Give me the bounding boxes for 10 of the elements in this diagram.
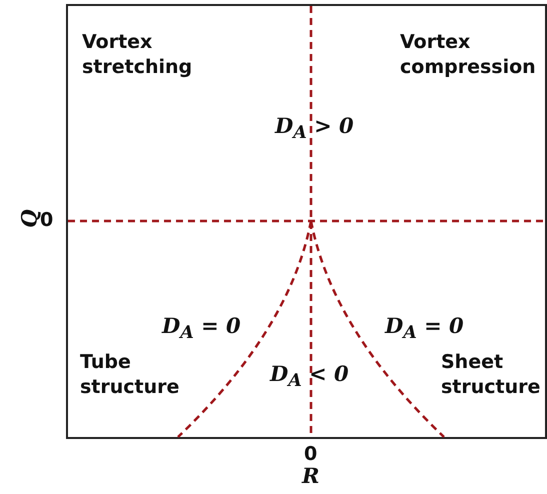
axis-tick-label: 0 [40,208,54,233]
region-label: Vortex compression [400,30,537,80]
condition-label: D$_{A}$ < 0 [270,360,349,393]
region-label: Vortex stretching [82,30,194,80]
condition-label: D$_{A}$ > 0 [275,112,354,145]
region-label: Tube structure [80,350,180,400]
region-label: Sheet structure [441,350,542,400]
condition-label: D$_{A}$ = 0 [162,312,241,345]
axis-title: Q [16,210,42,228]
condition-label: D$_{A}$ = 0 [385,312,464,345]
